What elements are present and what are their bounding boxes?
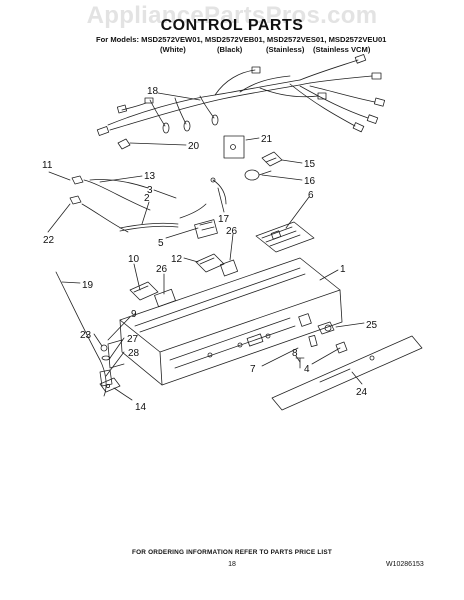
callout-labels: 18 21 20 15 16 11 13 3 17 6 2 22 5 26 1 … bbox=[42, 86, 378, 413]
callout-14: 14 bbox=[135, 402, 147, 413]
callout-12: 12 bbox=[171, 254, 183, 265]
variant-white: (White) bbox=[160, 45, 186, 54]
callout-20: 20 bbox=[188, 141, 200, 152]
callout-23: 23 bbox=[80, 330, 92, 341]
callout-24: 24 bbox=[356, 387, 368, 398]
callout-22: 22 bbox=[43, 235, 55, 246]
callout-18: 18 bbox=[147, 86, 159, 97]
page-title: CONTROL PARTS bbox=[160, 17, 304, 34]
callout-1: 1 bbox=[340, 264, 346, 275]
callout-5: 5 bbox=[158, 238, 164, 249]
models-list: MSD2572VEW01, MSD2572VEB01, MSD2572VES01… bbox=[141, 35, 387, 44]
document-number: W10286153 bbox=[386, 561, 424, 568]
variant-stainless-vcm: (Stainless VCM) bbox=[313, 45, 371, 54]
callout-8: 8 bbox=[292, 348, 298, 359]
variant-black: (Black) bbox=[217, 45, 243, 54]
callout-21: 21 bbox=[261, 134, 273, 145]
callout-6: 6 bbox=[308, 190, 314, 201]
callout-15: 15 bbox=[304, 159, 316, 170]
wire-harness bbox=[96, 54, 386, 136]
callout-26a: 26 bbox=[226, 226, 238, 237]
models-prefix: For Models: bbox=[96, 35, 140, 44]
page-number: 18 bbox=[228, 561, 236, 568]
callout-2: 2 bbox=[144, 193, 150, 204]
callout-7: 7 bbox=[250, 364, 256, 375]
ordering-info: FOR ORDERING INFORMATION REFER TO PARTS … bbox=[132, 549, 332, 556]
control-housing bbox=[107, 257, 343, 386]
callout-28: 28 bbox=[128, 348, 140, 359]
variant-stainless: (Stainless) bbox=[266, 45, 305, 54]
models-line: For Models: MSD2572VEW01, MSD2572VEB01, … bbox=[96, 35, 386, 44]
callout-9: 9 bbox=[131, 309, 137, 320]
callout-17: 17 bbox=[218, 214, 230, 225]
callout-25: 25 bbox=[366, 320, 378, 331]
callout-10: 10 bbox=[128, 254, 140, 265]
callout-27: 27 bbox=[127, 334, 139, 345]
watermark-text: AppliancePartsPros.com bbox=[86, 2, 378, 29]
callout-13: 13 bbox=[144, 171, 156, 182]
callout-26b: 26 bbox=[156, 264, 168, 275]
callout-19: 19 bbox=[82, 280, 94, 291]
callout-3: 3 bbox=[147, 185, 153, 196]
callout-16: 16 bbox=[304, 176, 316, 187]
callout-4: 4 bbox=[304, 364, 310, 375]
callout-11: 11 bbox=[42, 160, 53, 171]
